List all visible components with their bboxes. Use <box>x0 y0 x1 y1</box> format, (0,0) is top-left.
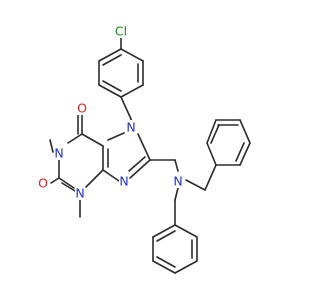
bond <box>120 84 144 98</box>
bond <box>137 133 151 161</box>
atom-label-background <box>75 186 85 200</box>
bond <box>81 133 104 147</box>
bond <box>235 142 245 162</box>
bond <box>50 177 60 184</box>
atom-label-background <box>173 174 183 188</box>
bond <box>98 84 122 98</box>
atom-label-background <box>113 24 129 38</box>
bond <box>156 256 176 268</box>
bond <box>120 48 144 62</box>
bond <box>152 224 176 238</box>
bond <box>185 179 206 191</box>
bond <box>239 142 251 166</box>
bond <box>102 54 122 66</box>
bond <box>85 169 104 188</box>
atom-label-background <box>54 146 64 160</box>
atom-label-background <box>77 101 87 115</box>
bond <box>102 169 120 182</box>
atom-label-background <box>126 120 136 134</box>
bond <box>206 119 217 144</box>
bond <box>174 187 179 201</box>
atom-label-o: O <box>77 101 87 116</box>
atom-label-n: N <box>126 120 135 135</box>
bond <box>61 182 76 192</box>
bond-layer <box>49 36 251 274</box>
bond <box>174 159 179 172</box>
bond <box>102 80 122 92</box>
bond <box>174 260 198 274</box>
bond <box>156 230 176 242</box>
bond <box>107 132 125 141</box>
atom-label-background <box>119 174 129 188</box>
atom-label-cl: Cl <box>115 24 127 39</box>
bond <box>206 142 217 166</box>
atom-label-n: N <box>119 174 128 189</box>
atom-label-n: N <box>75 186 84 201</box>
bond <box>120 96 132 120</box>
bond <box>152 260 176 274</box>
bond <box>58 177 75 189</box>
bond <box>204 164 217 191</box>
bond <box>239 119 251 144</box>
atom-label-background <box>38 176 48 190</box>
atom-label-o: O <box>38 176 48 191</box>
bond <box>67 133 83 144</box>
bond <box>210 124 220 144</box>
bond <box>98 48 122 62</box>
atom-label-n: N <box>54 146 63 161</box>
atom-label-n: N <box>173 174 182 189</box>
bond <box>128 156 146 172</box>
bond <box>174 224 198 238</box>
bond <box>49 139 54 153</box>
bond <box>129 159 151 179</box>
